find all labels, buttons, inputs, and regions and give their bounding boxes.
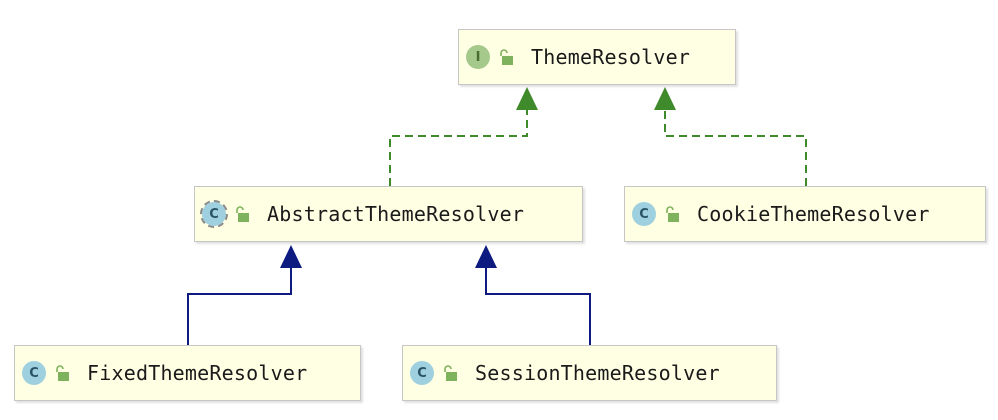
node-label-session-theme-resolver: SessionThemeResolver [475, 361, 720, 385]
node-abstract-theme-resolver[interactable]: C AbstractThemeResolver [194, 186, 583, 242]
class-icon: C [22, 361, 46, 385]
edge-fixed-extends-abstract [187, 268, 292, 345]
arrowhead-implements-left [516, 87, 538, 110]
node-session-theme-resolver[interactable]: C SessionThemeResolver [402, 345, 777, 401]
unlocked-icon [666, 206, 679, 222]
node-label-abstract-theme-resolver: AbstractThemeResolver [267, 202, 525, 226]
unlocked-icon [236, 206, 249, 222]
node-fixed-theme-resolver[interactable]: C FixedThemeResolver [14, 345, 361, 401]
node-cookie-theme-resolver[interactable]: C CookieThemeResolver [624, 186, 986, 242]
class-icon: C [632, 202, 656, 226]
edge-cookie-implements-theme-resolver [664, 110, 807, 186]
node-label-cookie-theme-resolver: CookieThemeResolver [697, 202, 930, 226]
class-icon: C [410, 361, 434, 385]
interface-icon: I [466, 45, 490, 69]
node-theme-resolver[interactable]: I ThemeResolver [458, 29, 736, 85]
unlocked-icon [500, 49, 513, 65]
node-label-fixed-theme-resolver: FixedThemeResolver [87, 361, 308, 385]
unlocked-icon [56, 365, 69, 381]
arrowhead-implements-right [654, 87, 676, 110]
unlocked-icon [444, 365, 457, 381]
abstract-class-icon: C [200, 200, 228, 228]
arrowhead-extends-right [475, 245, 497, 268]
edge-session-extends-abstract [485, 268, 591, 345]
node-label-theme-resolver: ThemeResolver [531, 45, 691, 69]
arrowhead-extends-left [280, 245, 302, 268]
edge-abstract-implements-theme-resolver [389, 110, 528, 186]
